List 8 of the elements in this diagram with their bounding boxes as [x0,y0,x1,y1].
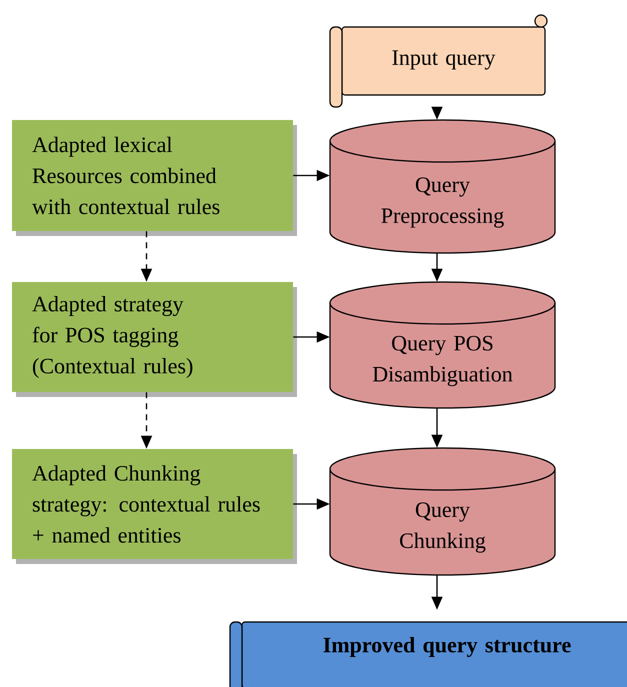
scroll-box: Input query [329,14,548,108]
process-box: Adapted strategy for POS tagging (Contextual rules) [12,282,297,397]
database-cylinder: Query POS Disambiguation [329,281,556,409]
database-cylinder: Query Chunking [329,447,556,576]
process-box: Adapted Chunking strategy: contextual rules + named entities [12,449,297,564]
database-cylinder: Query Preprocessing [329,119,556,254]
scroll-box: Improved query structure [229,621,627,687]
process-box: Adapted lexical Resources combined with contextual rules [12,120,297,236]
